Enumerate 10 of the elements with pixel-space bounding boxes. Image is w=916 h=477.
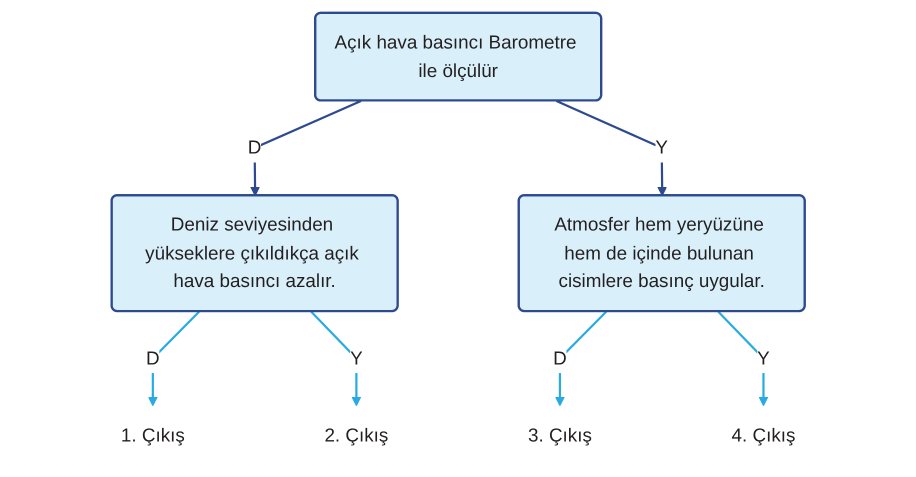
node-text: 3. Çıkış [528,424,592,446]
edge-label: D [146,347,160,368]
edge-label: Y [757,347,770,368]
node-text: 2. Çıkış [324,424,388,446]
edge-label: D [248,136,262,158]
node-text: 4. Çıkış [731,424,796,446]
edge-label: D [552,347,567,368]
edge-label: Y [655,136,668,158]
node-text: 1. Çıkış [120,424,185,446]
edge-label: Y [350,347,363,368]
